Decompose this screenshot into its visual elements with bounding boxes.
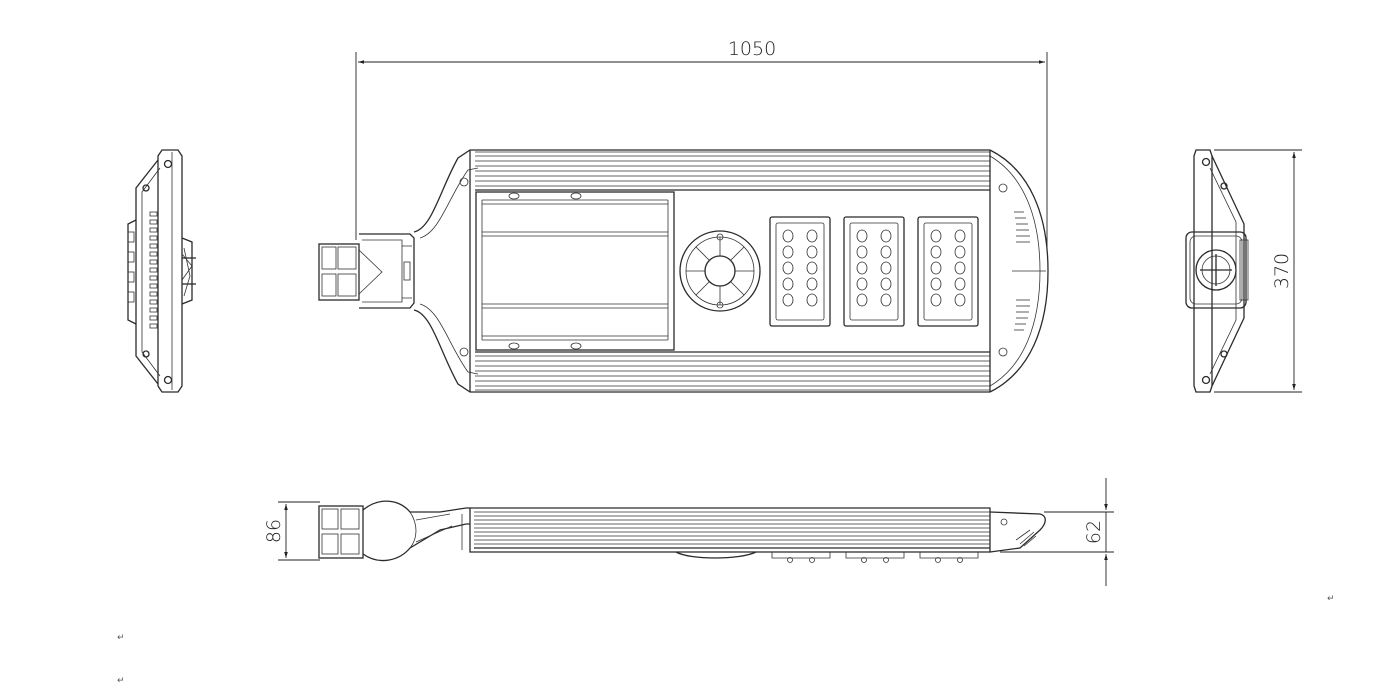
- light-sensor: [679, 230, 761, 312]
- led-module-3: [917, 216, 979, 327]
- paragraph-mark: ↵: [117, 676, 125, 686]
- mounting-bracket: [318, 233, 415, 309]
- paragraph-mark: ↵: [117, 633, 125, 643]
- lamp-housing: [469, 149, 1049, 393]
- length-dimension-label: 1050: [728, 38, 776, 60]
- left-end-view: [127, 149, 196, 393]
- arm-height-dimension-label: 86: [263, 519, 285, 543]
- battery-compartment: [475, 191, 675, 351]
- right-end-view: 370: [1185, 149, 1302, 393]
- paragraph-mark: ↵: [1327, 594, 1335, 604]
- top-view: 1050: [318, 38, 1049, 393]
- width-dimension-label: 370: [1271, 253, 1293, 289]
- led-module-2: [843, 216, 905, 327]
- led-module-1: [769, 216, 831, 327]
- body-height-dimension-label: 62: [1083, 520, 1105, 544]
- side-view: 86 62: [263, 478, 1114, 586]
